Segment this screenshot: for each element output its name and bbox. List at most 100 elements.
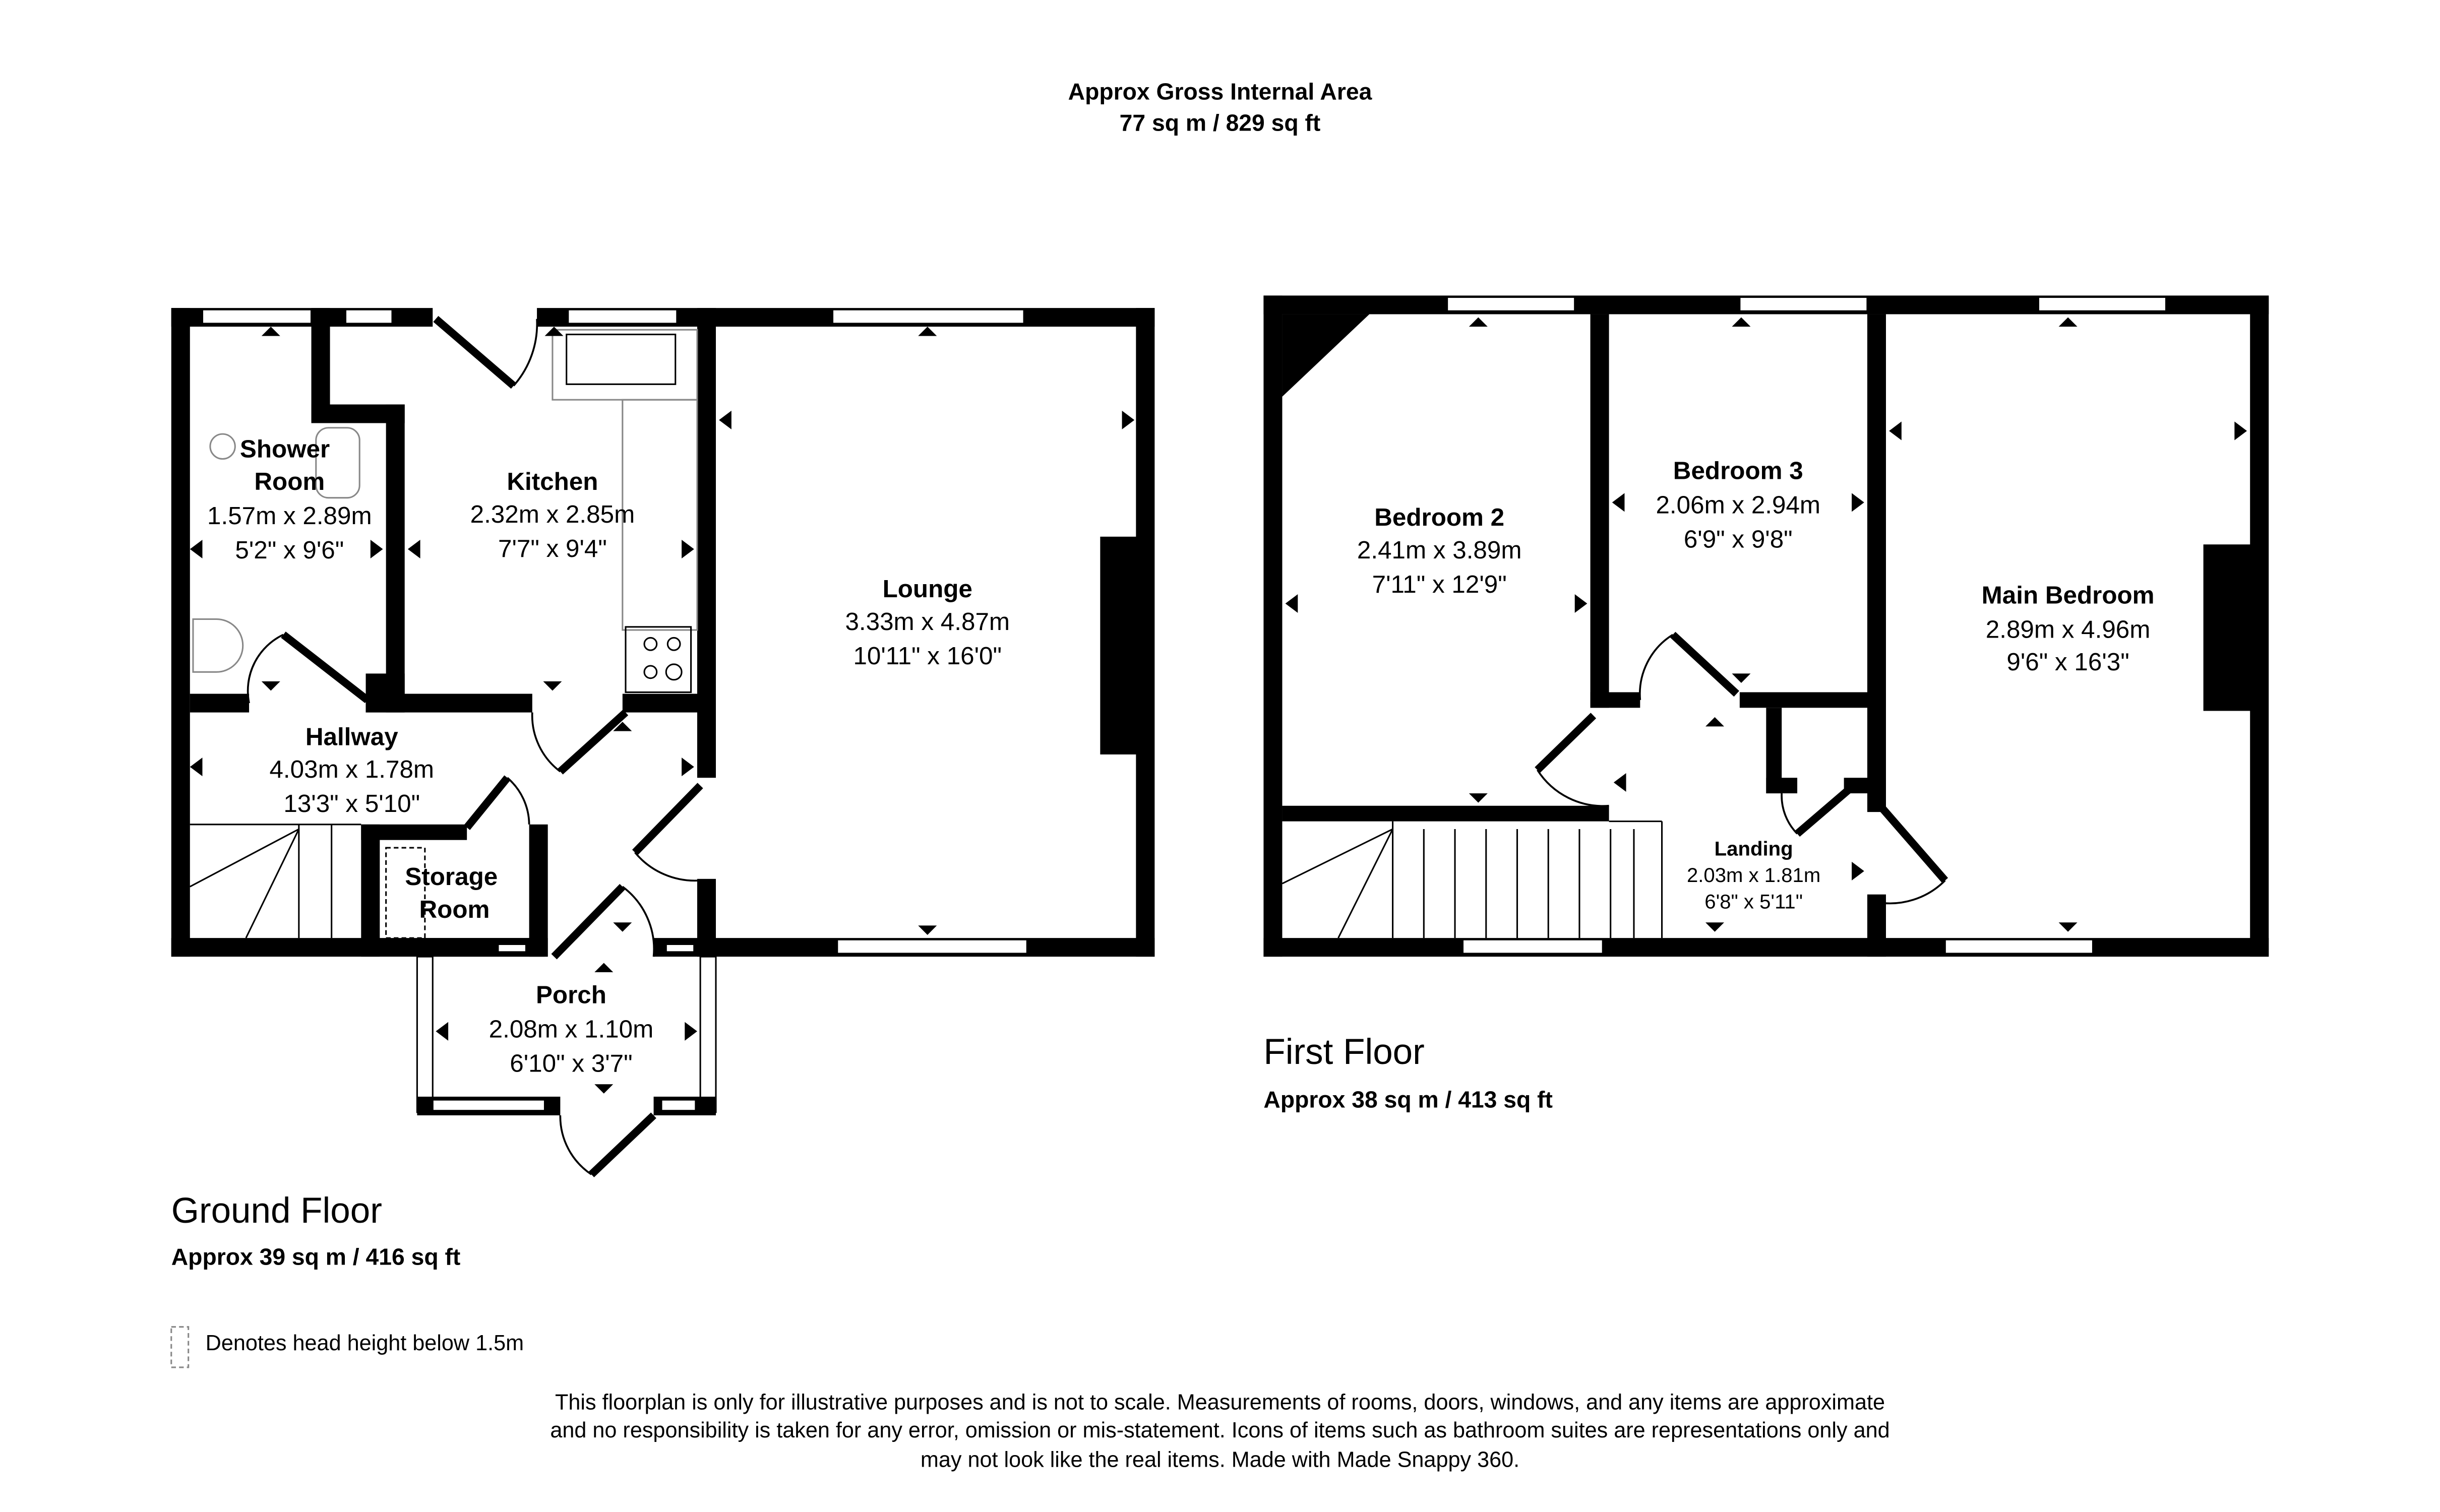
floor-area: Approx 39 sq m / 416 sq ft [171,1243,461,1270]
dimension-arrow-icon [719,410,731,429]
legend: Denotes head height below 1.5m [170,1326,524,1368]
stairs [190,824,361,938]
room-name: Shower [240,435,330,463]
room-dimensions-imperial: 10'11" x 16'0" [853,642,1002,670]
dimension-arrow-icon [1613,773,1626,792]
room-dimensions-metric: 2.06m x 2.94m [1656,491,1820,519]
door-swing [247,634,284,704]
door-swing [513,319,538,387]
room-name: Hallway [306,723,398,750]
dimension-arrow-icon [2058,317,2078,327]
wall [1590,314,1609,708]
dimension-arrow-icon [918,925,937,935]
room-dimensions-metric: 2.41m x 3.89m [1357,536,1522,564]
low-headroom-legend-icon [170,1326,190,1368]
dimension-arrow-icon [682,539,694,559]
room-name: Main Bedroom [1982,582,2155,609]
toilet-icon [315,427,360,499]
legend-text: Denotes head height below 1.5m [206,1331,524,1355]
disclaimer: This floorplan is only for illustrative … [550,1390,1889,1472]
room-name: Bedroom 3 [1673,457,1803,485]
room-dimensions-metric: 2.08m x 1.10m [489,1016,654,1043]
door-swing [634,852,701,882]
room-name: Room [419,896,490,923]
room-dimensions-metric: 4.03m x 1.78m [269,755,434,783]
dimension-arrow-icon [436,1022,449,1041]
window [831,308,1025,325]
first-floor-plan: Bedroom 2 2.41m x 3.89m 7'11" x 12'9" Be… [1263,295,2269,1113]
room-dimensions-imperial: 6'10" x 3'7" [510,1050,632,1078]
wall [361,824,380,957]
floor-title: Ground Floor [171,1191,382,1231]
dimension-arrow-icon [1574,594,1588,613]
dimension-arrow-icon [1612,493,1625,512]
stairs [1282,821,1663,938]
room-dimensions-metric: 2.03m x 1.81m [1687,864,1820,887]
room-dimensions-imperial: 5'2" x 9'6" [235,536,344,564]
wall [365,694,532,713]
dimension-arrow-icon [1285,594,1298,613]
wall [1867,314,1886,812]
window [201,308,313,325]
dimension-arrow-icon [682,758,694,777]
wall [190,694,250,713]
door [1535,713,1597,773]
floor-area: Approx 38 sq m / 413 sq ft [1263,1087,1553,1113]
door [464,775,511,830]
door-swing [1876,879,1946,905]
dimension-arrow-icon [261,327,280,336]
shower-icon [209,433,236,460]
dimension-arrow-icon [2234,421,2247,440]
door [1670,632,1739,697]
disclaimer-line: and no responsibility is taken for any e… [550,1418,1889,1442]
chimney-breast [2203,544,2253,711]
wall [1739,692,1886,708]
room-dimensions-imperial: 13'3" x 5'10" [283,790,420,817]
room-dimensions-imperial: 7'7" x 9'4" [498,535,607,562]
dimension-arrow-icon [1469,317,1488,327]
wall [311,308,330,420]
room-dimensions-metric: 2.32m x 2.85m [470,500,635,528]
header-area: 77 sq m / 829 sq ft [1120,109,1321,136]
dimension-arrow-icon [190,758,203,777]
window [567,308,678,325]
door-swing [1537,769,1609,807]
header: Approx Gross Internal Area 77 sq m / 829… [1068,79,1373,136]
door [558,709,629,775]
window [836,938,1028,955]
wall [1590,692,1640,708]
wall [386,404,405,713]
dimension-arrow-icon [190,539,203,559]
dimension-arrow-icon [613,922,632,932]
dimension-arrow-icon [1889,421,1902,440]
low-headroom-area [385,847,426,939]
dimension-arrow-icon [1122,410,1135,429]
door [551,884,626,960]
room-name: Storage [405,863,498,891]
room-name: Lounge [883,575,972,603]
room-dimensions-metric: 3.33m x 4.87m [845,608,1010,636]
hob-icon [625,626,692,693]
wall [1263,295,1283,957]
dimension-arrow-icon [1852,493,1864,512]
disclaimer-line: may not look like the real items. Made w… [921,1447,1519,1472]
wall [529,824,548,957]
dimension-arrow-icon [594,1084,614,1094]
header-title: Approx Gross Internal Area [1068,79,1373,105]
door [433,316,516,389]
dimension-arrow-icon [685,1022,697,1041]
door-swing [507,777,530,825]
room-dimensions-imperial: 6'8" x 5'11" [1704,890,1803,913]
wall [1263,938,2269,957]
dimension-arrow-icon [1705,922,1724,932]
window [1461,938,1604,955]
room-name: Room [254,468,325,495]
window [344,308,393,325]
disclaimer-line: This floorplan is only for illustrative … [555,1390,1885,1414]
door-swing [531,712,561,773]
dimension-arrow-icon [1852,861,1864,880]
dimension-arrow-icon [613,722,632,731]
door-swing [559,1115,592,1175]
wall [1282,805,1609,822]
